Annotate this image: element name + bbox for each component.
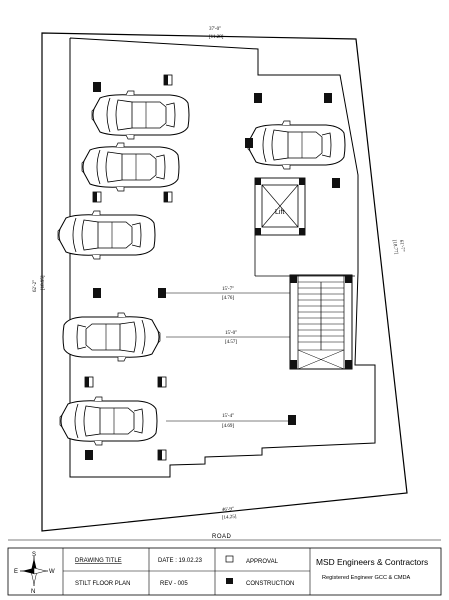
dim-bottom: 46'-9" <box>222 507 234 513</box>
road-label: ROAD <box>212 534 232 540</box>
dim-inner3-m: [4.69] <box>222 424 234 429</box>
drawing-title-label: DRAWING TITLE <box>75 558 122 564</box>
compass-s: S <box>32 552 36 558</box>
drawing-date: DATE : 19.02.23 <box>158 558 203 564</box>
car-1 <box>91 90 190 140</box>
dim-left: 62'-2" <box>33 280 38 292</box>
building-outline <box>69 37 376 478</box>
car-3 <box>81 142 180 192</box>
dim-inner2-m: [4.57] <box>225 340 237 345</box>
car-4 <box>57 210 156 260</box>
car-6 <box>59 396 158 446</box>
plot-boundary <box>41 32 408 532</box>
dim-inner1: 15'-7" <box>222 287 234 292</box>
company-registration: Registered Engineer GCC & CMDA <box>322 575 411 581</box>
dim-top: 37'-0" <box>209 27 221 32</box>
compass-w: W <box>49 569 55 575</box>
company-name: MSD Engineers & Contractors <box>316 557 428 567</box>
car-5 <box>62 312 161 362</box>
drawing-rev: REV - 005 <box>160 581 188 587</box>
dim-right-m: [18.77] <box>391 240 398 255</box>
car-2 <box>247 120 346 170</box>
lift-label: Lift <box>275 209 284 216</box>
title-block <box>7 547 442 596</box>
compass-icon <box>20 556 48 586</box>
dim-bottom-m: [14.25] <box>222 515 237 521</box>
dim-inner1-m: [4.76] <box>222 296 234 301</box>
compass-e: E <box>14 569 18 575</box>
compass-n: N <box>31 589 35 595</box>
construction-legend: CONSTRUCTION <box>246 581 294 587</box>
inner-dimension-lines <box>166 292 290 422</box>
drawing-title: STILT FLOOR PLAN <box>75 581 130 587</box>
dim-left-m: [18.95] <box>41 275 46 290</box>
approval-legend: APPROVAL <box>246 559 279 565</box>
staircase <box>289 274 353 370</box>
dim-inner3: 15'-4" <box>222 414 234 419</box>
dim-inner2: 15'-0" <box>225 331 237 336</box>
dim-right: 61'-7" <box>398 240 405 253</box>
dim-top-m: [11.28] <box>209 35 224 40</box>
lift-block <box>254 177 355 277</box>
